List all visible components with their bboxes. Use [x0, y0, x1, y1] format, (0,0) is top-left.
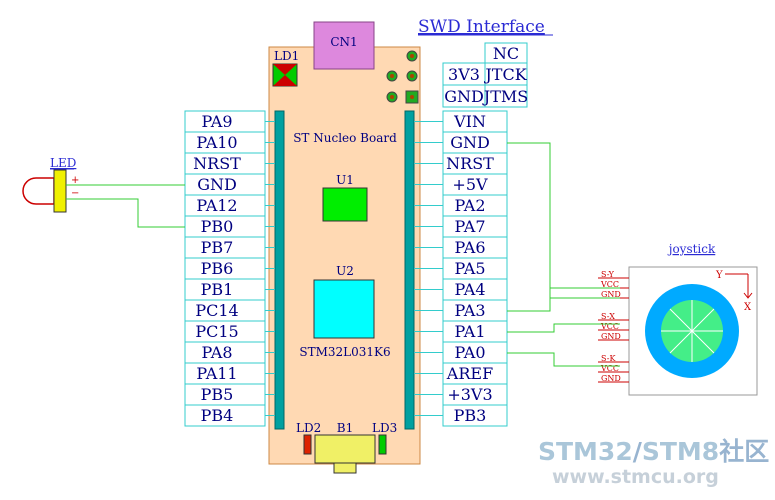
left-pin-label: PC14	[195, 301, 238, 320]
led-plus: +	[71, 175, 79, 186]
led-minus: −	[71, 188, 79, 199]
right-pin-label: PA7	[454, 217, 485, 236]
right-pin-label: PA6	[454, 238, 485, 257]
left-header	[274, 110, 285, 430]
left-pin-label: PB1	[201, 280, 234, 299]
joystick-pin-label: GND	[601, 290, 621, 299]
left-pin-label: PB4	[201, 406, 234, 425]
b1-label: B1	[337, 421, 353, 435]
swd-pin-3v3: 3V3	[448, 65, 480, 84]
ld2-label: LD2	[296, 421, 321, 435]
joystick-knob	[645, 284, 739, 378]
joystick-y-label: Y	[715, 270, 723, 281]
watermark-slash: /	[633, 437, 643, 466]
swd-header: NC JTCK JTMS 3V3 GND	[442, 42, 528, 108]
right-pin-header-labels: VIN GND NRST +5V PA2PA7PA6PA5PA4PA3PA1PA0ARE…	[414, 110, 508, 427]
right-pin-label: GND	[450, 133, 490, 152]
right-pin-label: VIN	[453, 112, 486, 131]
left-pin-label: GND	[197, 175, 237, 194]
watermark-community: 社区	[719, 437, 769, 466]
joystick-pin-label: S-K	[601, 354, 616, 363]
swd-title: SWD Interface	[418, 17, 545, 37]
left-pin-label: NRST	[193, 154, 241, 173]
ld1-led	[272, 63, 298, 87]
swd-pads	[386, 50, 419, 104]
joystick-label: joystick	[667, 242, 716, 256]
left-pin-label: PA12	[196, 196, 237, 215]
right-pin-label: NRST	[446, 154, 494, 173]
board-label: ST Nucleo Board	[293, 131, 397, 145]
u2-label: U2	[336, 264, 354, 278]
ld3-label: LD3	[372, 421, 397, 435]
joystick-pin-label: VCC	[600, 280, 619, 289]
joystick-pin-label: S-X	[601, 312, 615, 321]
b1-button	[314, 434, 376, 464]
led-label: LED	[50, 156, 76, 170]
right-pin-label: PA5	[454, 259, 485, 278]
joystick-pin-label: S-Y	[601, 270, 615, 279]
left-pin-label: PA8	[201, 343, 232, 362]
u1-label: U1	[336, 173, 354, 187]
left-pin-label: PA11	[196, 364, 237, 383]
u1-chip	[322, 187, 368, 222]
right-header	[404, 110, 415, 430]
left-pin-label: PA10	[196, 133, 237, 152]
right-pin-label: +3V3	[447, 385, 492, 404]
led-wires	[66, 184, 185, 228]
watermark-url: www.stmcu.org	[552, 466, 719, 488]
left-pin-label: PB0	[201, 217, 234, 236]
joystick-x-label: X	[744, 302, 752, 313]
right-pin-label: PB3	[454, 406, 487, 425]
led-component	[22, 169, 67, 213]
left-pin-label: PB7	[201, 238, 234, 257]
watermark-stm8: STM8	[642, 437, 719, 466]
cn1-connector	[313, 21, 375, 70]
u2-chip	[313, 279, 375, 339]
cn1-label: CN1	[330, 35, 357, 49]
swd-pin-jtck: JTCK	[483, 65, 527, 84]
joystick-pin-label: GND	[601, 374, 621, 383]
left-pin-label: PB6	[201, 259, 234, 278]
right-pin-label: AREF	[446, 364, 493, 383]
swd-pin-nc: NC	[493, 44, 519, 63]
watermark-stm32: STM32	[538, 437, 633, 466]
joystick-pin-label: VCC	[600, 322, 619, 331]
joystick-wires	[507, 142, 620, 367]
left-pin-label: PA9	[201, 112, 232, 131]
right-pin-label: +5V	[452, 175, 488, 194]
joystick-pin-label: VCC	[600, 364, 619, 373]
ld2-led	[303, 434, 312, 455]
nucleo-board	[268, 46, 421, 465]
joystick-pin-label: GND	[601, 332, 621, 341]
left-pin-label: PC15	[195, 322, 238, 341]
right-pin-label: PA2	[454, 196, 485, 215]
svg-text:STM32/STM8社区: STM32/STM8社区	[538, 437, 769, 466]
ld3-led	[378, 434, 387, 455]
right-pin-label: PA3	[454, 301, 485, 320]
watermark: STM32/STM8社区 www.stmcu.org	[538, 437, 769, 488]
swd-pin-jtms: JTMS	[482, 87, 528, 106]
chip-label: STM32L031K6	[299, 345, 390, 359]
right-pin-label: PA0	[454, 343, 485, 362]
ld1-label: LD1	[274, 49, 299, 63]
right-pin-label: PA4	[454, 280, 485, 299]
joystick-axes	[725, 273, 753, 299]
right-pin-label: PA1	[454, 322, 485, 341]
swd-pin-gnd: GND	[444, 87, 484, 106]
left-pin-label: PB5	[201, 385, 234, 404]
